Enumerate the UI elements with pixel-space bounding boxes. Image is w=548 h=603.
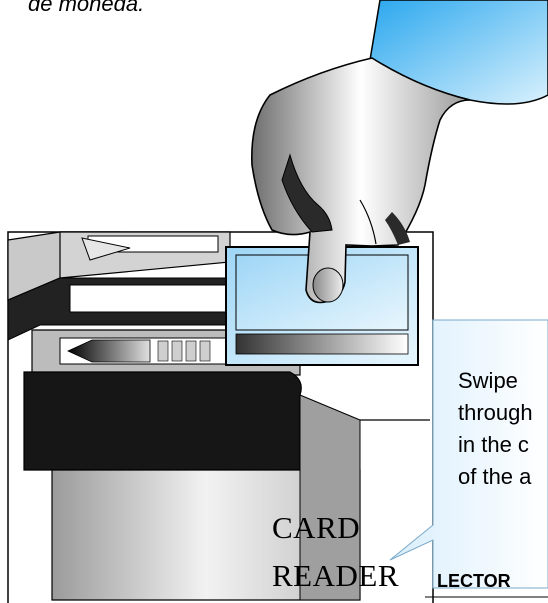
callout-line-1: Swipe (458, 370, 518, 392)
callout-line-2: through (458, 402, 533, 424)
reader-label: READER (272, 558, 399, 594)
console-front-dark (24, 372, 301, 470)
card-label: CARD (272, 510, 360, 546)
slot-window (70, 285, 230, 312)
finger-nail (313, 268, 343, 302)
top-caption: de moneda. (28, 0, 144, 17)
card-magnetic-stripe (236, 334, 408, 354)
callout-line-4: of the a (458, 466, 531, 488)
lector-label: LECTOR (437, 571, 511, 592)
callout-line-3: in the c (458, 434, 529, 456)
